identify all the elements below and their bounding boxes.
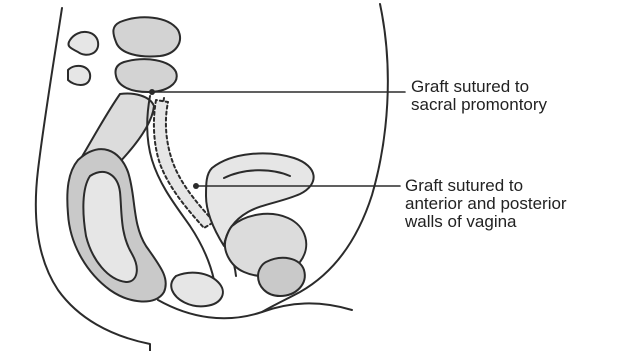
label-vaginal-walls: Graft sutured to anterior and posterior … <box>405 177 567 231</box>
leader-dot-sacral <box>149 89 155 95</box>
leader-dot-vagina <box>193 183 199 189</box>
label-vagina-line1: Graft sutured to <box>405 177 567 195</box>
label-sacral-line2: sacral promontory <box>411 96 547 114</box>
pelvic-bone-fragment <box>68 32 98 55</box>
label-sacral-line1: Graft sutured to <box>411 78 547 96</box>
label-sacral-promontory: Graft sutured to sacral promontory <box>411 78 547 114</box>
label-vagina-line2: anterior and posterior <box>405 195 567 213</box>
vertebra-lower <box>115 59 176 92</box>
graft-mesh-strip <box>154 100 214 228</box>
pubic-bone <box>258 258 305 296</box>
label-vagina-line3: walls of vagina <box>405 213 567 231</box>
pelvic-bone-fragment-lower <box>68 66 90 85</box>
vertebra-upper <box>113 17 180 56</box>
perineum <box>171 273 223 307</box>
